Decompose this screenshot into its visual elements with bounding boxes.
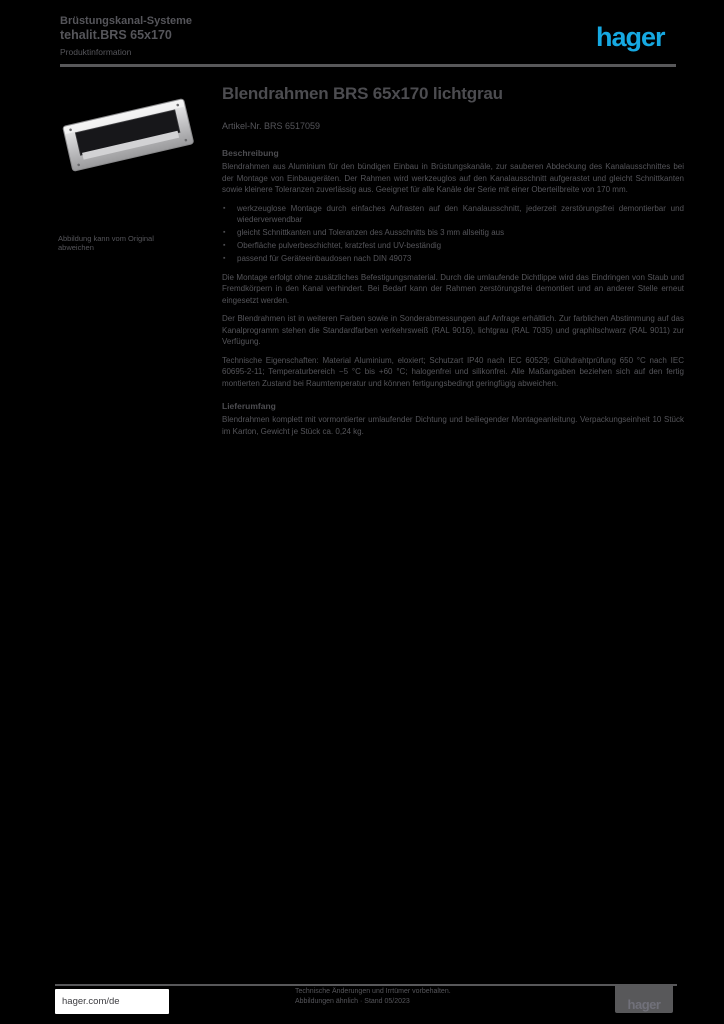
footer-note-line2: Abbildungen ähnlich · Stand 05/2023	[295, 997, 410, 1005]
feature-item: ▪Oberfläche pulverbeschichtet, kratzfest…	[223, 241, 442, 250]
trim-frame-illustration	[62, 98, 194, 172]
header-doc-type: Produktinformation	[60, 47, 132, 57]
header-divider	[60, 64, 676, 67]
footer-notes: Technische Änderungen und Irrtümer vorbe…	[295, 987, 465, 1006]
scope-paragraph: Blendrahmen komplett mit vormontierter u…	[222, 415, 684, 436]
colors-paragraph: Der Blendrahmen ist in weiteren Farben s…	[222, 314, 684, 346]
header-product-family: Brüstungskanal-Systeme	[60, 15, 193, 27]
bullet-icon: ▪	[223, 204, 226, 212]
bullet-icon: ▪	[223, 229, 226, 236]
header-block: Brüstungskanal-Systeme tehalit.BRS 65x17…	[60, 15, 280, 57]
feature-list: ▪werkzeuglose Montage durch einfaches Au…	[222, 203, 684, 265]
feature-item: ▪werkzeuglose Montage durch einfaches Au…	[223, 203, 684, 225]
product-image-caption: Abbildung kann vom Original abweichen	[58, 234, 154, 252]
footer-divider	[55, 984, 677, 986]
article-reference: Artikel-Nr. BRS 6517059	[222, 121, 321, 131]
section-heading-scope: Lieferumfang	[222, 401, 276, 411]
bullet-icon: ▪	[223, 242, 226, 249]
footer-hager-logo: hager	[627, 997, 661, 1012]
feature-item: ▪gleicht Schnittkanten und Toleranzen de…	[223, 228, 505, 237]
mounting-paragraph: Die Montage erfolgt ohne zusätzliches Be…	[222, 272, 684, 305]
bullet-icon: ▪	[223, 255, 226, 262]
datasheet-body: Beschreibung Blendrahmen aus Aluminium f…	[222, 148, 684, 444]
page-title: Blendrahmen BRS 65x170 lichtgrau	[222, 84, 503, 103]
technical-paragraph: Technische Eigenschaften: Material Alumi…	[222, 355, 684, 388]
product-image	[52, 86, 204, 182]
feature-item: ▪passend für Geräteeinbaudosen nach DIN …	[223, 254, 412, 263]
website-link[interactable]: hager.com/de	[55, 989, 169, 1014]
section-heading-description: Beschreibung	[222, 148, 279, 158]
footer-note-line1: Technische Änderungen und Irrtümer vorbe…	[295, 988, 451, 995]
hager-logo: hager	[596, 22, 666, 52]
footer-logo-box: hager	[615, 984, 673, 1013]
header-product-series: tehalit.BRS 65x170	[60, 28, 172, 42]
description-paragraph: Blendrahmen aus Aluminium für den bündig…	[222, 162, 684, 194]
